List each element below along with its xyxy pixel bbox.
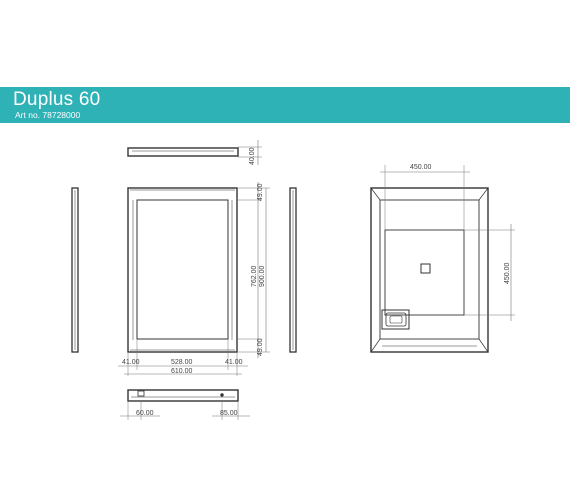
dim-inner-height: 762.00 bbox=[251, 265, 258, 287]
dim-light-height: 450.00 bbox=[504, 262, 511, 284]
dim-side-right: 41.00 bbox=[225, 359, 243, 366]
bottom-view bbox=[120, 389, 250, 420]
header-banner: Duplus 60 Art no. 78728000 bbox=[0, 87, 570, 123]
left-side-view bbox=[71, 187, 79, 353]
article-number: Art no. 78728000 bbox=[15, 110, 81, 120]
dim-inner-width: 528.00 bbox=[171, 359, 193, 366]
dim-total-height: 900.00 bbox=[259, 265, 266, 287]
dim-bottom-rail: 49.00 bbox=[257, 338, 264, 356]
dim-top-rail: 49.00 bbox=[257, 183, 264, 201]
dim-total-width: 610.00 bbox=[171, 368, 193, 375]
front-view bbox=[118, 182, 270, 376]
dim-side-left: 41.00 bbox=[122, 359, 140, 366]
product-title: Duplus 60 bbox=[13, 89, 101, 110]
dim-bottom-offset-left: 60.00 bbox=[136, 410, 154, 417]
right-side-view bbox=[289, 187, 297, 353]
dim-top-depth: 40.00 bbox=[249, 147, 256, 165]
top-view bbox=[127, 140, 262, 165]
cabinet-front-view bbox=[370, 165, 515, 353]
dim-light-width: 450.00 bbox=[410, 164, 432, 171]
dim-bottom-offset-right: 85.00 bbox=[220, 410, 238, 417]
